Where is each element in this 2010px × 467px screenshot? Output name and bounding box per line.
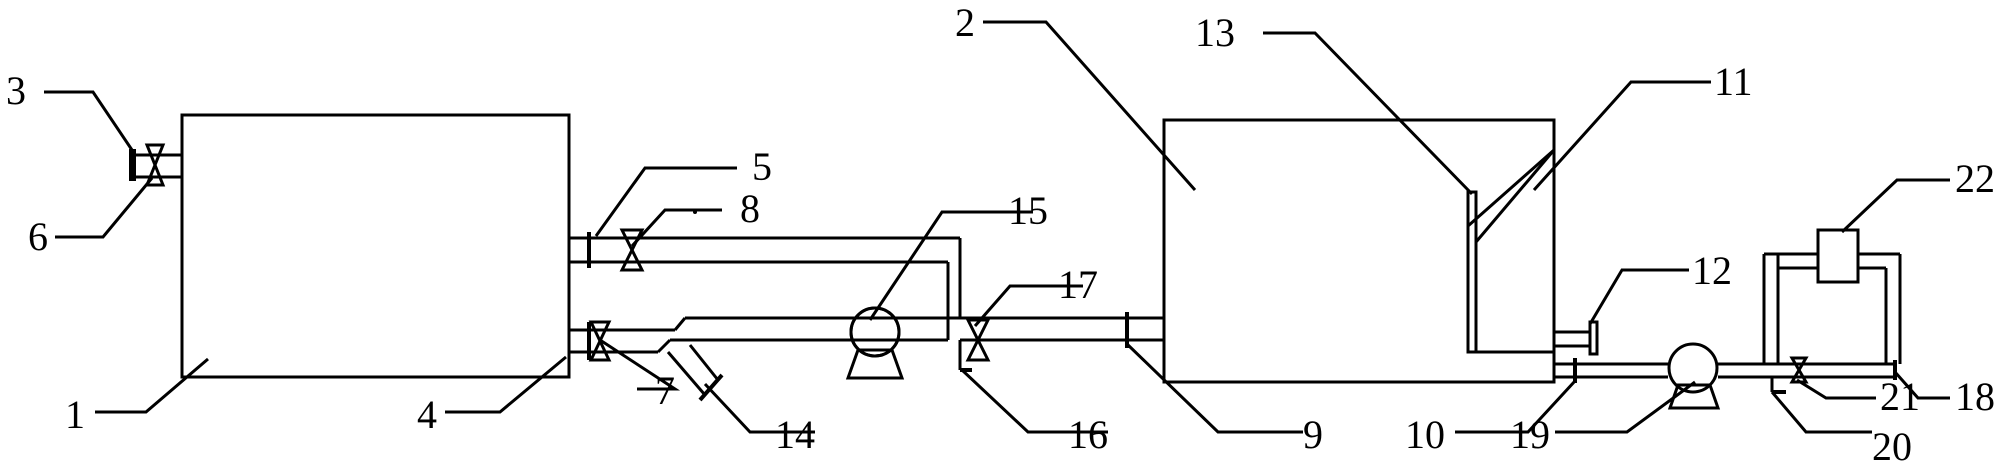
label-17: 17: [1058, 262, 1098, 307]
label-20: 20: [1872, 424, 1912, 467]
label-15: 15: [1008, 188, 1048, 233]
upper-pipe: [569, 236, 962, 340]
label-16: 16: [1068, 412, 1108, 457]
leader-lines: [44, 20, 1950, 434]
valve-6: [144, 143, 166, 187]
label-7: 7: [655, 368, 675, 413]
label-21: 21: [1880, 374, 1920, 419]
label-13: 13: [1195, 10, 1235, 55]
label-11: 11: [1714, 59, 1753, 104]
label-4: 4: [417, 392, 437, 437]
flange-3: [129, 149, 136, 181]
label-10: 10: [1405, 412, 1445, 457]
label-8: 8: [740, 186, 760, 231]
plate-13: [1466, 190, 1478, 354]
label-3: 3: [6, 68, 26, 113]
lower-pipe: [569, 316, 1164, 354]
pump-15: [845, 306, 905, 380]
label-22: 22: [1955, 156, 1995, 201]
valve-17: [965, 318, 991, 362]
tank-1: [180, 113, 571, 379]
label-6: 6: [28, 214, 48, 259]
branch-20: [1770, 377, 1786, 394]
outlet-12: [1554, 320, 1599, 356]
label-14: 14: [775, 412, 815, 457]
label-9: 9: [1303, 412, 1323, 457]
label-18: 18: [1955, 374, 1995, 419]
valve-7: [588, 320, 612, 362]
drain-branch-14: [666, 344, 724, 402]
device-22: [1816, 228, 1860, 284]
valve-8: [619, 228, 645, 272]
label-12: 12: [1692, 248, 1732, 293]
label-2: 2: [955, 0, 975, 45]
tank-2: [1162, 118, 1556, 384]
bottom-pipe: [1554, 362, 1895, 379]
label-1: 1: [65, 392, 85, 437]
inclined-screen-11: [1474, 149, 1556, 243]
loop-22: [1762, 228, 1902, 364]
pump-19: [1667, 342, 1721, 410]
label-5: 5: [752, 144, 772, 189]
screen-top: [1467, 148, 1555, 228]
label-19: 19: [1510, 412, 1550, 457]
